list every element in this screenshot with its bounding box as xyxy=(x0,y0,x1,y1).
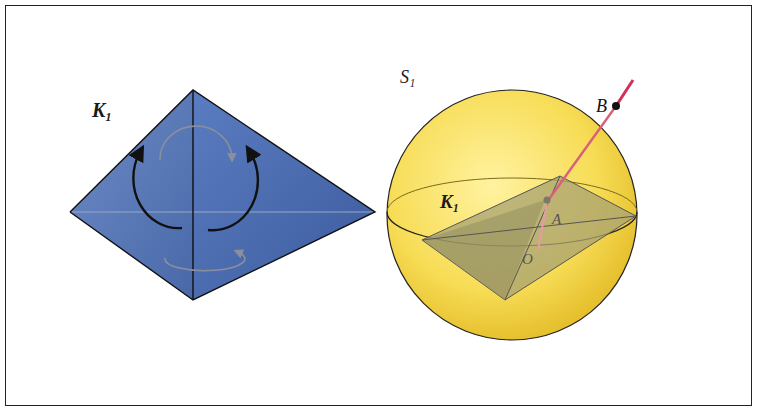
sphere xyxy=(387,80,637,340)
point-label: B xyxy=(596,97,607,115)
frame xyxy=(6,6,752,406)
point-label: A xyxy=(552,212,561,227)
solid-label: K₁ xyxy=(92,100,112,120)
point-label: O xyxy=(522,252,533,267)
solid-label: K₁ xyxy=(440,192,459,211)
pyramid-left xyxy=(70,90,375,300)
sphere-label: S₁ xyxy=(400,68,415,86)
